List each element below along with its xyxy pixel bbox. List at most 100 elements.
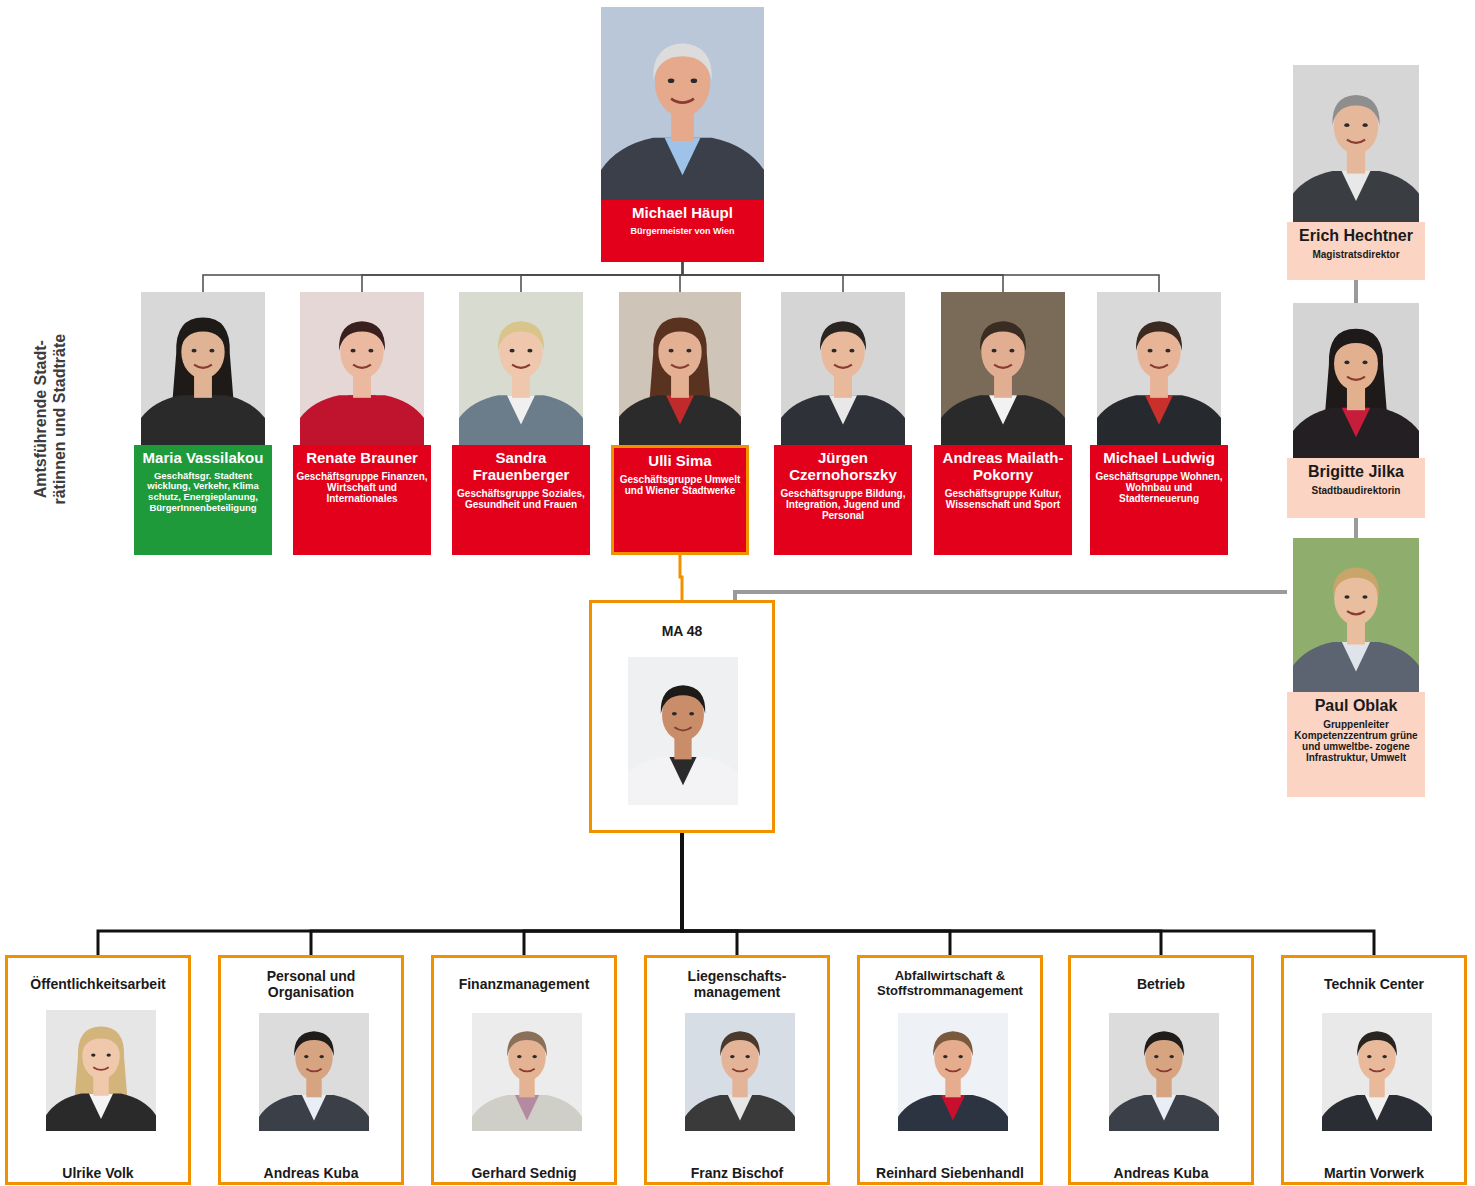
person-card: Brigitte JilkaStadtbaudirektorin <box>1287 303 1425 518</box>
person-name: Brigitte Jilka <box>1290 463 1422 481</box>
eye <box>959 1055 963 1058</box>
eye <box>849 349 854 353</box>
collar <box>665 138 701 175</box>
name-plate: Renate BraunerGeschäftsgruppe Finanzen, … <box>293 445 431 555</box>
role-text: Geschäftsgruppe Bildung, Integration, Ju… <box>777 488 909 522</box>
hair <box>1357 1031 1397 1056</box>
person-name: Andreas Mailath-Pokorny <box>937 450 1069 484</box>
unit-leader: Andreas Kuba <box>223 1165 399 1181</box>
person-card: Paul OblakGruppenleiter Kompetenzzentrum… <box>1287 538 1425 797</box>
hair <box>180 321 226 350</box>
hair <box>649 318 710 402</box>
eye <box>351 349 356 353</box>
unit-heading: Technik Center <box>1288 961 1460 1007</box>
eye <box>691 78 698 83</box>
person-card: Renate BraunerGeschäftsgruppe Finanzen, … <box>293 292 431 555</box>
unit-leader: Martin Vorwerk <box>1286 1165 1462 1181</box>
eye <box>746 1055 750 1058</box>
eye <box>686 349 691 353</box>
portrait-photo <box>1097 292 1221 445</box>
person-card: Jürgen CzernohorszkyGeschäftsgruppe Bild… <box>774 292 912 555</box>
eye <box>672 712 677 715</box>
role-text: Gruppenleiter Kompetenzzentrum grüne und… <box>1290 719 1422 764</box>
shoulders <box>781 395 905 445</box>
unit-title: MA 48 <box>596 623 768 639</box>
hair <box>820 321 866 350</box>
eye <box>527 349 532 353</box>
person-card: Michael HäuplBürgermeister von Wien <box>601 7 764 262</box>
role-text: Magistratsdirektor <box>1290 249 1422 260</box>
hair <box>1325 329 1387 414</box>
eye <box>209 349 214 353</box>
org-connector <box>682 833 1374 955</box>
portrait-photo <box>685 1013 795 1131</box>
person-name: Ulli Sima <box>617 453 743 470</box>
unit-title: Liegenschafts- management <box>651 968 823 1000</box>
hair <box>294 1031 334 1056</box>
org-connector <box>683 262 1004 292</box>
shoulders <box>941 395 1065 445</box>
collar <box>1342 642 1370 672</box>
mouth <box>671 99 694 103</box>
hair <box>653 43 712 80</box>
org-connector <box>735 592 1287 600</box>
collar <box>669 757 696 785</box>
shoulders <box>1097 395 1221 445</box>
name-plate: Jürgen CzernohorszkyGeschäftsgruppe Bild… <box>774 445 912 555</box>
portrait-photo <box>941 292 1065 445</box>
mouth <box>519 1069 534 1072</box>
hair <box>1332 95 1379 125</box>
role-text: Geschäftsgruppe Wohnen, Wohnbau und Stad… <box>1093 471 1225 505</box>
unit-heading: Abfallwirtschaft & Stoffstrommanagement <box>864 961 1036 1007</box>
shoulders <box>898 1095 1008 1131</box>
org-connector <box>680 555 682 600</box>
role-text: Geschäftsgruppe Kultur, Wissenschaft und… <box>937 488 1069 510</box>
person-card: Michael LudwigGeschäftsgruppe Wohnen, Wo… <box>1090 292 1228 555</box>
hair <box>507 1031 547 1056</box>
portrait-photo <box>46 1010 156 1131</box>
person-name: Michael Häupl <box>604 205 761 222</box>
shoulders <box>1293 408 1419 458</box>
org-connector <box>1354 280 1358 303</box>
unit-box: ÖffentlichkeitsarbeitUlrike Volk <box>5 955 191 1185</box>
eye <box>1362 595 1367 599</box>
name-plate: Maria VassilakouGeschäftsgr. Stadtent wi… <box>134 445 272 555</box>
portrait-photo <box>781 292 905 445</box>
collar <box>302 1095 326 1120</box>
portrait-photo <box>601 7 764 200</box>
unit-box: Technik CenterMartin Vorwerk <box>1281 955 1467 1185</box>
hair <box>172 318 233 402</box>
mouth <box>1347 377 1365 380</box>
org-connector <box>203 262 683 292</box>
portrait-photo <box>1293 538 1419 692</box>
eye <box>1344 595 1349 599</box>
org-connector <box>683 262 844 292</box>
hair <box>81 1030 121 1055</box>
person-card: Maria VassilakouGeschäftsgr. Stadtent wi… <box>134 292 272 555</box>
leader-name: Andreas Kuba <box>223 1165 399 1181</box>
eye <box>1344 123 1349 127</box>
eye <box>668 78 675 83</box>
person-card: Erich HechtnerMagistratsdirektor <box>1287 65 1425 280</box>
shoulders <box>259 1095 369 1131</box>
org-connector <box>682 833 950 955</box>
shoulders <box>1109 1095 1219 1131</box>
hair <box>933 1031 973 1056</box>
org-connector <box>1354 518 1358 538</box>
leader-name: Franz Bischof <box>649 1165 825 1181</box>
hair <box>1136 321 1182 350</box>
collar <box>1342 171 1371 201</box>
collar <box>829 395 857 424</box>
name-plate: Ulli SimaGeschäftsgruppe Umwelt und Wien… <box>611 445 749 555</box>
shoulders <box>46 1094 156 1131</box>
eye <box>107 1054 111 1057</box>
unit-leader: Gerhard Sednig <box>436 1165 612 1181</box>
person-card: Sandra FrauenbergerGeschäftsgruppe Sozia… <box>452 292 590 555</box>
shoulders <box>601 138 764 200</box>
shoulders <box>141 395 265 445</box>
unit-box: Liegenschafts- managementFranz Bischof <box>644 955 830 1185</box>
collar <box>1365 1095 1389 1120</box>
eye <box>368 349 373 353</box>
portrait-photo <box>459 292 583 445</box>
person-name: Michael Ludwig <box>1093 450 1225 467</box>
